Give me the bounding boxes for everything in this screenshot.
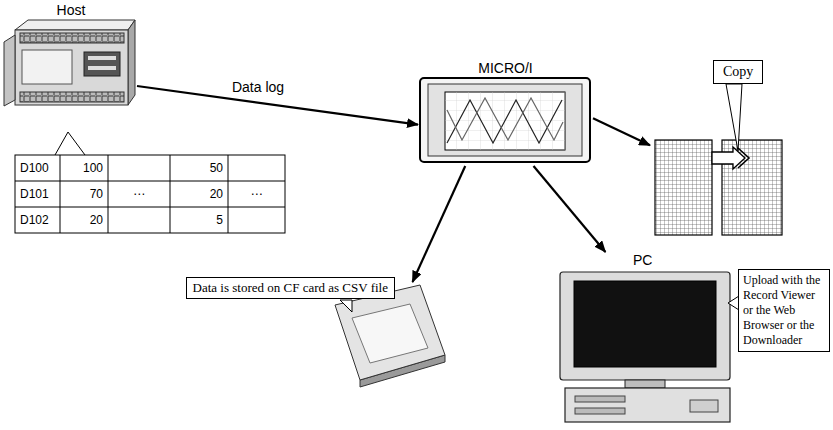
pc-illustration: [560, 272, 739, 422]
plc-terminal-row: [20, 92, 124, 102]
callout-text: Copy: [713, 60, 763, 84]
callout-text: Upload with the Record Viewer or the Web…: [738, 269, 830, 352]
heading-label: Host: [5, 2, 137, 18]
plc-body: [15, 30, 128, 105]
monitor-stand: [625, 380, 665, 388]
table-callout-pointer: [55, 132, 85, 155]
drive-slot: [575, 396, 625, 402]
plc-panel: [22, 50, 72, 84]
plc-illustration: [4, 20, 135, 155]
monitor-frame: [560, 272, 730, 380]
table-cell: 20: [60, 207, 108, 233]
monitor-screen: [574, 281, 716, 367]
microi-illustration: [420, 78, 590, 162]
copy-callout-pointer: [726, 84, 742, 151]
cf-card-illustration: [335, 285, 445, 387]
table-cell: 100: [60, 155, 108, 181]
cf-card-label: [352, 304, 428, 363]
host-plc: Host: [5, 2, 137, 114]
callout-text: Data is stored on CF card as CSV file: [186, 277, 395, 299]
table-cell: D100: [15, 155, 60, 181]
data-table: [15, 155, 285, 233]
trend-line: [447, 98, 563, 140]
microi-bezel: [420, 78, 590, 162]
memory-sheet: [655, 140, 712, 235]
microi-frame: [428, 84, 582, 156]
heading-label: MICRO/I: [418, 60, 593, 76]
microi-screen-grid: [445, 92, 565, 150]
power-button: [690, 400, 718, 412]
table-cell: D101: [15, 181, 60, 207]
microi-screen: [445, 92, 565, 150]
flow-arrow: [413, 166, 466, 282]
pc-case: [565, 388, 730, 422]
flow-arrow: [593, 118, 650, 145]
copy-arrow-chevron: [738, 148, 749, 168]
cf-callout-pointer: [340, 300, 352, 312]
table-cell: 20: [170, 181, 228, 207]
table-cell: 70: [60, 181, 108, 207]
edge-label: Data log: [229, 79, 287, 95]
table-cell: ⋯: [108, 181, 170, 207]
pc: PCUpload with the Record Viewer or the W…: [555, 252, 735, 424]
flow-arrow: [534, 166, 606, 252]
table-cell: ⋯: [228, 181, 285, 207]
copy-cards: Copy: [650, 58, 786, 240]
drive-slot: [575, 408, 625, 414]
table-cell: D102: [15, 207, 60, 233]
cf-card-face: [335, 285, 445, 380]
table-cell: 5: [170, 207, 228, 233]
table-rules: [15, 155, 285, 233]
heading-label: PC: [633, 252, 652, 268]
plc-terminal-row: [20, 33, 124, 43]
plc-led-row: [88, 66, 116, 70]
table-cell: 50: [170, 155, 228, 181]
plc-led-row: [88, 56, 116, 60]
plc-led-block: [84, 52, 120, 76]
plc-side: [128, 20, 135, 105]
plc-open-cover: [4, 35, 15, 106]
table-border: [15, 155, 285, 233]
plc-top: [15, 20, 135, 30]
microi-panel: MICRO/I: [418, 60, 593, 166]
copy-illustration: [655, 84, 782, 235]
cf-card: Data is stored on CF card as CSV file: [332, 282, 447, 388]
